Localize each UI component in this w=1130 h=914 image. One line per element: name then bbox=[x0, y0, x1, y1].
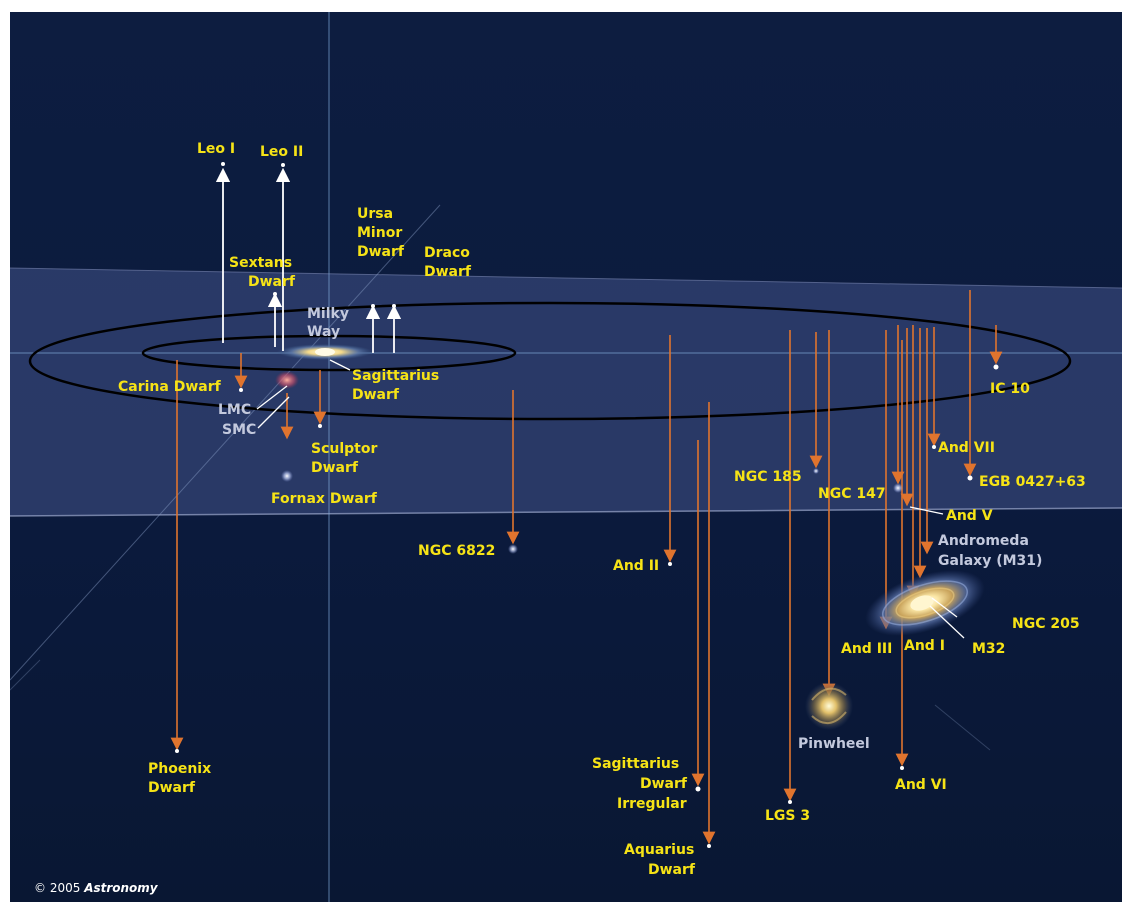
leader-lines bbox=[256, 359, 965, 639]
label-draco-1: Draco bbox=[424, 245, 470, 261]
label-ursa-2: Minor bbox=[357, 225, 402, 241]
copyright-text: © 2005 Astronomy bbox=[34, 881, 159, 895]
outer-orbit bbox=[28, 301, 1072, 421]
label-and2: And II bbox=[613, 558, 659, 574]
label-and6: And VI bbox=[895, 777, 947, 793]
lmc-galaxy bbox=[275, 371, 299, 389]
label-draco-2: Dwarf bbox=[424, 264, 472, 280]
label-leo-1: Leo I bbox=[197, 141, 235, 157]
down-arrows bbox=[170, 290, 1003, 845]
label-ngc6822: NGC 6822 bbox=[418, 543, 495, 559]
label-ngc147: NGC 147 bbox=[818, 486, 886, 502]
label-carina: Carina Dwarf bbox=[118, 379, 222, 395]
label-leo-2: Leo II bbox=[260, 144, 303, 160]
label-egb: EGB 0427+63 bbox=[979, 474, 1086, 490]
label-lgs3: LGS 3 bbox=[765, 808, 810, 824]
label-andromeda-1: Andromeda bbox=[938, 533, 1029, 549]
label-ngc205: NGC 205 bbox=[1012, 616, 1080, 632]
label-phoenix-1: Phoenix bbox=[148, 761, 211, 777]
label-pinwheel: Pinwheel bbox=[798, 736, 870, 752]
galactic-plane bbox=[10, 268, 1122, 516]
label-sagirr-3: Irregular bbox=[617, 796, 687, 812]
label-and7: And VII bbox=[938, 440, 995, 456]
label-m32: M32 bbox=[972, 641, 1005, 657]
up-arrows bbox=[215, 167, 402, 353]
label-and5: And V bbox=[946, 508, 993, 524]
label-milkyway-1: Milky bbox=[307, 306, 349, 322]
label-sextans-2: Dwarf bbox=[248, 274, 296, 290]
label-aquarius-1: Aquarius bbox=[624, 842, 694, 858]
fornax-galaxy bbox=[281, 470, 293, 482]
diagonal-axis bbox=[10, 204, 441, 681]
label-sagittarius-1: Sagittarius bbox=[352, 368, 439, 384]
ngc147-galaxy bbox=[893, 483, 903, 493]
label-milkyway-2: Way bbox=[307, 324, 340, 340]
label-sagirr-2: Dwarf bbox=[640, 776, 688, 792]
label-andromeda-2: Galaxy (M31) bbox=[938, 553, 1042, 569]
label-lmc: LMC bbox=[218, 402, 251, 418]
label-smc: SMC bbox=[222, 422, 256, 438]
label-and1: And I bbox=[904, 638, 945, 654]
label-ursa-3: Dwarf bbox=[357, 244, 405, 260]
label-ngc185: NGC 185 bbox=[734, 469, 802, 485]
label-ic10: IC 10 bbox=[990, 381, 1030, 397]
ngc6822-galaxy bbox=[508, 544, 518, 554]
inner-orbit bbox=[141, 334, 517, 372]
label-phoenix-2: Dwarf bbox=[148, 780, 196, 796]
label-sagirr-1: Sagittarius bbox=[592, 756, 679, 772]
diagram-panel: Leo I Leo II Ursa Minor Dwarf Draco Dwar… bbox=[10, 12, 1122, 902]
galaxy-objects bbox=[175, 162, 999, 848]
label-fornax: Fornax Dwarf bbox=[271, 491, 378, 507]
label-sculptor-1: Sculptor bbox=[311, 441, 377, 457]
label-sagittarius-2: Dwarf bbox=[352, 387, 400, 403]
label-sextans-1: Sextans bbox=[229, 255, 292, 271]
local-group-svg: Leo I Leo II Ursa Minor Dwarf Draco Dwar… bbox=[10, 12, 1122, 902]
labels: Leo I Leo II Ursa Minor Dwarf Draco Dwar… bbox=[34, 141, 1086, 895]
label-sculptor-2: Dwarf bbox=[311, 460, 359, 476]
label-aquarius-2: Dwarf bbox=[648, 862, 696, 878]
label-and3: And III bbox=[841, 641, 892, 657]
label-ursa-1: Ursa bbox=[357, 206, 393, 222]
